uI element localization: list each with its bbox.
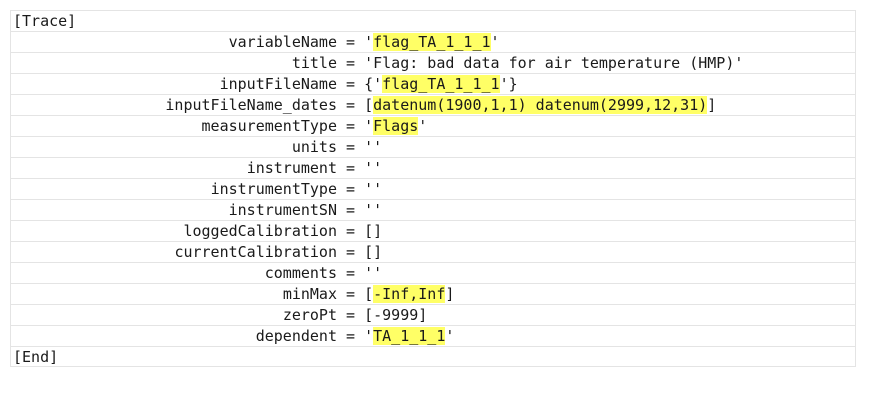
field-value-highlight: TA_1_1_1 — [373, 327, 446, 345]
field-row-units: units = '' — [10, 136, 856, 157]
field-value-highlight: -Inf,Inf — [373, 285, 446, 303]
field-value-suffix: ] — [445, 285, 455, 303]
field-row-currentCalibration: currentCalibration = [] — [10, 241, 856, 262]
field-value-suffix: ' — [445, 327, 455, 345]
field-row-instrumentType: instrumentType = '' — [10, 178, 856, 199]
field-row-title: title = 'Flag: bad data for air temperat… — [10, 52, 856, 73]
field-value-suffix: ' — [490, 33, 500, 51]
field-value-suffix: ' — [418, 117, 428, 135]
field-key: inputFileName_dates — [165, 96, 337, 114]
field-row-loggedCalibration: loggedCalibration = [] — [10, 220, 856, 241]
section-start-text: [Trace] — [13, 12, 77, 30]
field-value-highlight: Flags — [373, 117, 419, 135]
field-value-prefix: {' — [364, 75, 383, 93]
field-row-inputFileName: inputFileName = {'flag_TA_1_1_1'} — [10, 73, 856, 94]
field-value-prefix: '' — [364, 138, 383, 156]
field-key: variableName — [228, 33, 337, 51]
section-end-line: [End] — [10, 346, 856, 367]
field-value-prefix: '' — [364, 159, 383, 177]
field-value-prefix: '' — [364, 180, 383, 198]
field-key: instrumentSN — [228, 201, 337, 219]
field-row-minMax: minMax = [-Inf,Inf] — [10, 283, 856, 304]
field-value-suffix: '} — [499, 75, 518, 93]
field-value-prefix: [ — [364, 285, 374, 303]
field-row-measurementType: measurementType = 'Flags' — [10, 115, 856, 136]
field-value-prefix: [-9999] — [364, 306, 428, 324]
field-key: minMax — [282, 285, 337, 303]
field-row-inputFileName-dates: inputFileName_dates = [datenum(1900,1,1)… — [10, 94, 856, 115]
field-row-instrumentSN: instrumentSN = '' — [10, 199, 856, 220]
field-value-prefix: '' — [364, 264, 383, 282]
field-row-zeroPt: zeroPt = [-9999] — [10, 304, 856, 325]
field-key: inputFileName — [219, 75, 337, 93]
field-key: measurementType — [201, 117, 337, 135]
field-value-highlight: flag_TA_1_1_1 — [373, 33, 491, 51]
field-key: currentCalibration — [174, 243, 337, 261]
field-value-highlight: datenum(1900,1,1) datenum(2999,12,31) — [373, 96, 708, 114]
field-value-prefix: ' — [364, 33, 374, 51]
field-key: zeroPt — [282, 306, 337, 324]
field-value-prefix: [] — [364, 222, 383, 240]
field-row-dependent: dependent = 'TA_1_1_1' — [10, 325, 856, 346]
field-key: comments — [264, 264, 337, 282]
ini-code-block: [Trace] variableName = 'flag_TA_1_1_1' t… — [10, 10, 856, 367]
field-value-prefix: ' — [364, 327, 374, 345]
field-key: loggedCalibration — [183, 222, 337, 240]
field-key: title — [291, 54, 337, 72]
field-row-comments: comments = '' — [10, 262, 856, 283]
field-value-prefix: [ — [364, 96, 374, 114]
field-value-suffix: ] — [707, 96, 717, 114]
section-start-line: [Trace] — [10, 10, 856, 31]
field-value-highlight: flag_TA_1_1_1 — [382, 75, 500, 93]
field-value-prefix: [] — [364, 243, 383, 261]
field-value-prefix: 'Flag: bad data for air temperature (HMP… — [364, 54, 744, 72]
field-key: instrument — [246, 159, 337, 177]
field-key: units — [291, 138, 337, 156]
field-row-instrument: instrument = '' — [10, 157, 856, 178]
field-row-variableName: variableName = 'flag_TA_1_1_1' — [10, 31, 856, 52]
section-end-text: [End] — [13, 347, 59, 366]
field-key: dependent — [255, 327, 337, 345]
field-key: instrumentType — [210, 180, 337, 198]
field-value-prefix: ' — [364, 117, 374, 135]
field-value-prefix: '' — [364, 201, 383, 219]
